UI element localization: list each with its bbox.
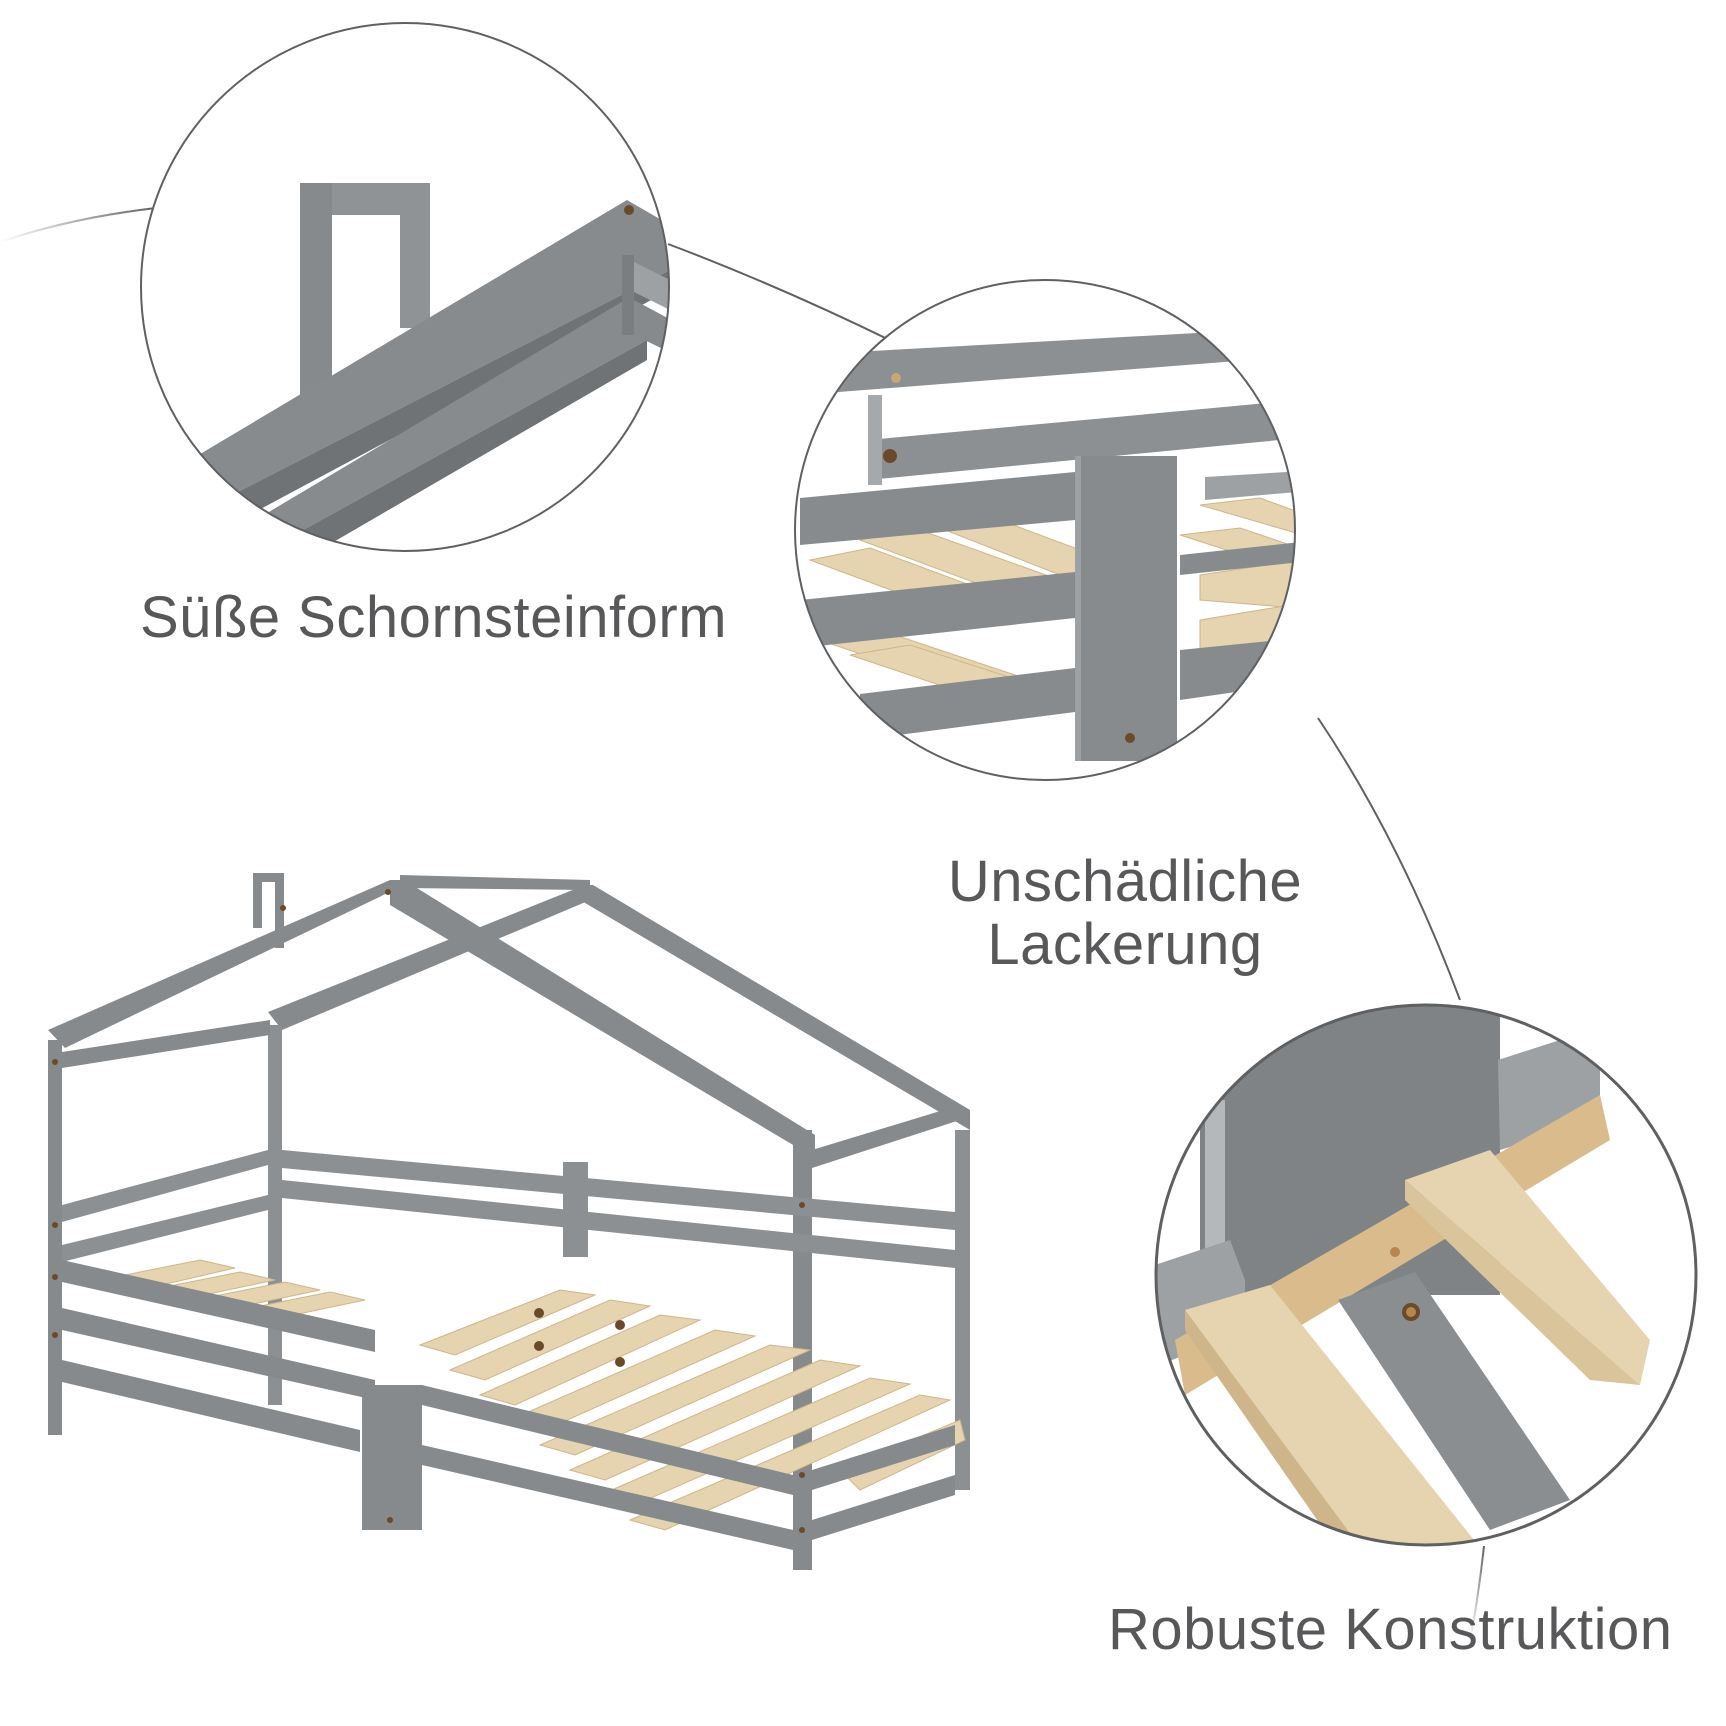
feature-label-construction: Robuste Konstruktion [1108, 1597, 1673, 1662]
slat-support-detail-icon [1154, 1003, 1698, 1547]
feature-label-chimney: Süße Schornsteinform [140, 585, 728, 650]
guardrail-slats-detail-icon [794, 279, 1296, 781]
feature-label-coating-line1: Unschädliche [947, 849, 1303, 914]
chimney-detail-icon [140, 22, 670, 552]
house-bed-icon [48, 873, 970, 1570]
feature-label-coating-line2: Lackerung [987, 912, 1263, 977]
